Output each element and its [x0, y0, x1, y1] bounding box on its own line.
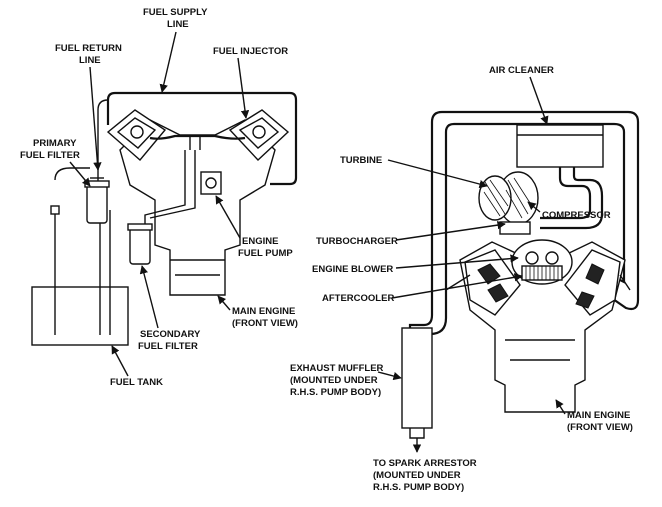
label-spark-arrestor-2: (MOUNTED UNDER [373, 470, 461, 481]
label-engine-blower: ENGINE BLOWER [312, 264, 393, 275]
label-primary-fuel-filter-2: FUEL FILTER [20, 150, 80, 161]
fuel-tank [31, 286, 129, 346]
label-main-engine-left: MAIN ENGINE [232, 306, 295, 317]
engine-fuel-pump [200, 171, 222, 195]
label-aftercooler: AFTERCOOLER [322, 293, 394, 304]
label-fuel-return-line-2: LINE [79, 55, 101, 66]
fuel-system-diagram [31, 91, 298, 346]
fuel-return-line-pipe [97, 99, 109, 182]
label-fuel-supply-line-2: LINE [167, 19, 189, 30]
label-turbocharger: TURBOCHARGER [316, 236, 398, 247]
label-fuel-injector: FUEL INJECTOR [213, 46, 288, 57]
fuel-supply-line-pipe [106, 91, 298, 186]
fuel-system-labels: FUEL SUPPLY LINE FUEL INJECTOR FUEL RETU… [20, 7, 298, 388]
label-engine-fuel-pump-2: FUEL PUMP [238, 248, 293, 259]
label-compressor: COMPRESSOR [542, 210, 611, 221]
label-secondary-fuel-filter: SECONDARY [140, 329, 201, 340]
label-main-engine-right: MAIN ENGINE [567, 410, 630, 421]
label-main-engine-right-2: (FRONT VIEW) [567, 422, 633, 433]
label-main-engine-left-2: (FRONT VIEW) [232, 318, 298, 329]
main-engine-right [445, 239, 631, 413]
intake-duct [430, 110, 640, 311]
air-cleaner [516, 124, 604, 168]
air-exhaust-labels: AIR CLEANER TURBINE COMPRESSOR TURBOCHAR… [290, 65, 633, 493]
main-engine-left [106, 109, 290, 296]
label-fuel-supply-line: FUEL SUPPLY [143, 7, 208, 18]
label-exhaust-muffler-3: R.H.S. PUMP BODY) [290, 387, 381, 398]
label-engine-fuel-pump: ENGINE [242, 236, 278, 247]
label-air-cleaner: AIR CLEANER [489, 65, 554, 76]
label-secondary-fuel-filter-2: FUEL FILTER [138, 341, 198, 352]
label-exhaust-muffler: EXHAUST MUFFLER [290, 363, 384, 374]
label-turbine: TURBINE [340, 155, 382, 166]
label-fuel-return-line: FUEL RETURN [55, 43, 122, 54]
label-primary-fuel-filter: PRIMARY [33, 138, 77, 149]
label-spark-arrestor-3: R.H.S. PUMP BODY) [373, 482, 464, 493]
primary-fuel-filter [84, 177, 110, 224]
label-exhaust-muffler-2: (MOUNTED UNDER [290, 375, 378, 386]
label-fuel-tank: FUEL TANK [110, 377, 163, 388]
exhaust-muffler [401, 327, 433, 429]
label-spark-arrestor: TO SPARK ARRESTOR [373, 458, 477, 469]
air-exhaust-system-diagram [401, 110, 640, 453]
secondary-fuel-filter [127, 223, 153, 265]
